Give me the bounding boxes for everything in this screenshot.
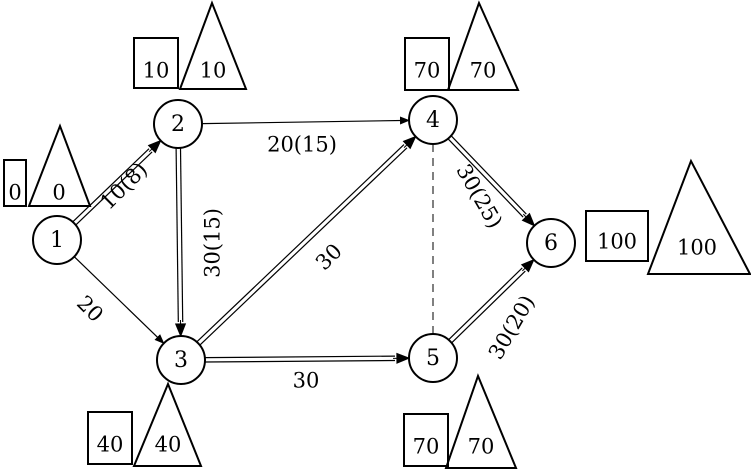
edge-label: 10(8) bbox=[95, 157, 152, 214]
earliest-time-value: 100 bbox=[597, 230, 637, 254]
earliest-time-box bbox=[404, 37, 450, 91]
edge-label: 20(15) bbox=[267, 133, 337, 157]
edge-line bbox=[73, 256, 165, 345]
node-3: 3 bbox=[156, 335, 206, 385]
node-circle bbox=[153, 99, 203, 149]
node-circle bbox=[156, 335, 206, 385]
node-6: 6 bbox=[526, 218, 576, 268]
time-annotation-4: 70 70 bbox=[404, 0, 520, 91]
arrowhead bbox=[520, 258, 535, 273]
edge-1-3: 20 bbox=[72, 256, 165, 345]
latest-time-triangle bbox=[27, 123, 92, 207]
arrowhead bbox=[147, 139, 162, 154]
latest-time-value: 100 bbox=[677, 236, 717, 260]
latest-time-triangle bbox=[444, 373, 518, 469]
earliest-time-value: 70 bbox=[413, 435, 440, 459]
node-label: 4 bbox=[426, 108, 440, 133]
critical-edge-line bbox=[175, 148, 179, 323]
critical-edge-line bbox=[447, 138, 524, 218]
node-circle bbox=[408, 95, 458, 145]
critical-edge-line bbox=[196, 144, 405, 343]
node-5: 5 bbox=[408, 333, 458, 383]
latest-time-value: 10 bbox=[200, 59, 227, 83]
earliest-time-value: 40 bbox=[97, 433, 124, 457]
node-2: 2 bbox=[153, 99, 203, 149]
latest-time-value: 0 bbox=[52, 181, 65, 205]
edge-5-6: 30(20) bbox=[448, 258, 540, 363]
latest-time-triangle bbox=[646, 158, 751, 275]
edge-label: 30 bbox=[311, 239, 347, 275]
critical-edge-line bbox=[205, 359, 396, 363]
earliest-time-box bbox=[585, 210, 649, 262]
time-annotation-2: 10 10 bbox=[133, 0, 248, 90]
time-annotation-6: 100 100 bbox=[585, 158, 751, 275]
critical-edge-line bbox=[204, 355, 395, 359]
edge-label: 30(25) bbox=[451, 160, 507, 232]
latest-time-value: 70 bbox=[468, 435, 495, 459]
edge-label: 30(15) bbox=[201, 208, 225, 278]
time-annotation-5: 70 70 bbox=[403, 373, 518, 469]
node-circle bbox=[408, 333, 458, 383]
edge-label: 30(20) bbox=[484, 291, 540, 363]
arrowhead bbox=[402, 135, 417, 150]
critical-edge-line bbox=[72, 148, 150, 223]
latest-time-value: 70 bbox=[470, 59, 497, 83]
critical-edge-line bbox=[179, 147, 184, 322]
earliest-time-value: 0 bbox=[8, 181, 21, 205]
latest-time-triangle bbox=[132, 381, 203, 467]
critical-edge-line bbox=[448, 267, 523, 341]
critical-edge-line bbox=[75, 151, 153, 226]
earliest-time-box bbox=[403, 413, 449, 467]
node-circle bbox=[526, 218, 576, 268]
node-1: 1 bbox=[32, 215, 82, 265]
latest-time-triangle bbox=[446, 0, 520, 91]
earliest-time-box bbox=[133, 37, 179, 89]
edge-3-5: 30 bbox=[204, 352, 411, 393]
edge-4-6: 30(25) bbox=[447, 135, 536, 232]
edge-label: 20 bbox=[72, 291, 108, 327]
critical-edge-line bbox=[450, 135, 527, 215]
node-label: 1 bbox=[50, 228, 64, 253]
earliest-time-value: 70 bbox=[414, 59, 441, 83]
edge-label: 30 bbox=[293, 369, 320, 393]
earliest-time-box bbox=[87, 411, 133, 465]
edge-line bbox=[201, 116, 411, 125]
node-label: 5 bbox=[426, 346, 440, 371]
critical-edge-line bbox=[199, 147, 408, 346]
earliest-time-value: 10 bbox=[143, 59, 170, 83]
edge-3-4: 30 bbox=[196, 135, 417, 346]
latest-time-triangle bbox=[178, 0, 248, 90]
time-annotation-3: 40 40 bbox=[87, 381, 203, 467]
latest-time-value: 40 bbox=[155, 433, 182, 457]
node-label: 6 bbox=[544, 231, 558, 256]
critical-edge-line bbox=[451, 270, 526, 344]
edge-2-4: 20(15) bbox=[201, 116, 411, 157]
arrowhead bbox=[521, 212, 536, 227]
node-label: 2 bbox=[171, 112, 185, 137]
node-label: 3 bbox=[174, 348, 188, 373]
node-4: 4 bbox=[408, 95, 458, 145]
node-circle bbox=[32, 215, 82, 265]
earliest-time-box bbox=[3, 159, 27, 207]
edge-2-3: 30(15) bbox=[174, 147, 225, 338]
edge-1-2: 10(8) bbox=[72, 139, 162, 226]
